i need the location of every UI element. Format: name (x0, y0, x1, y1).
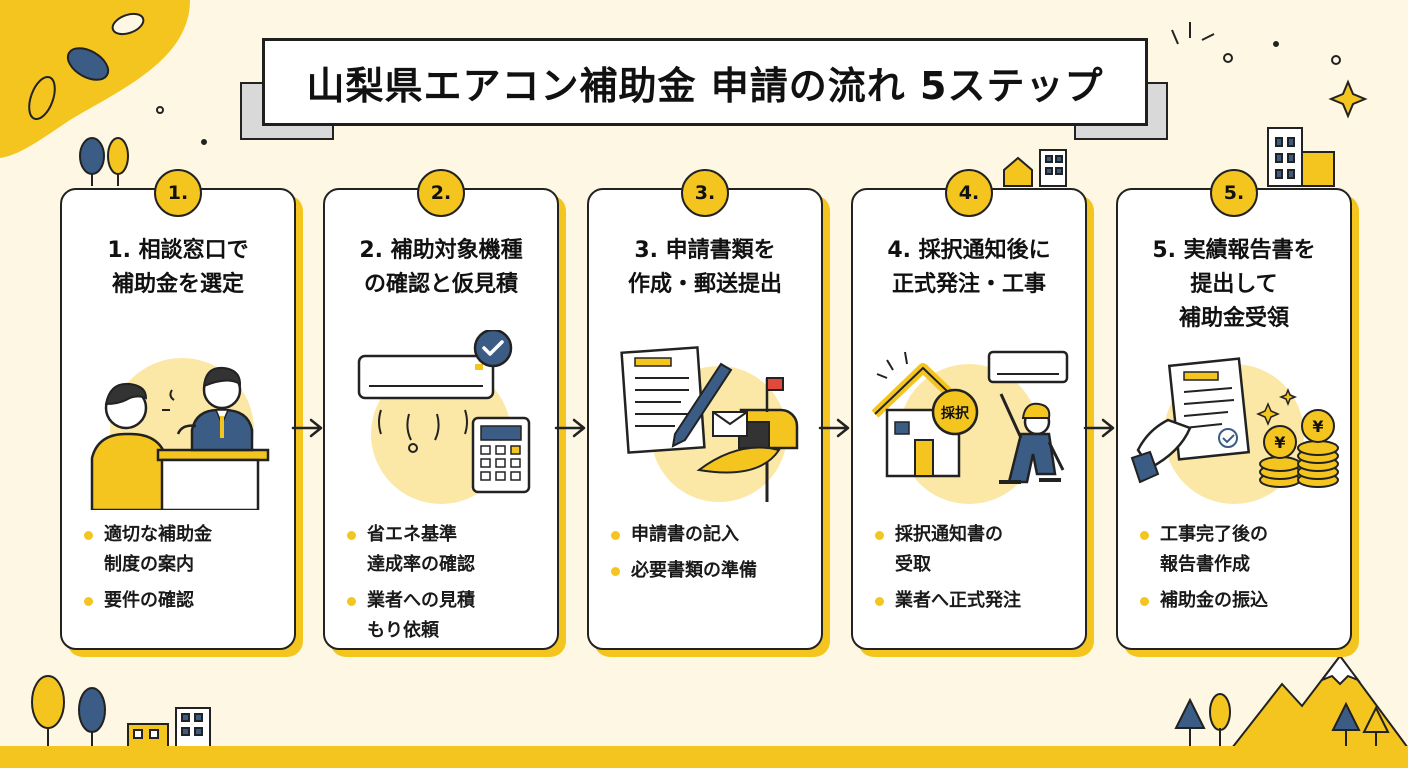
document-mailbox-icon (620, 346, 799, 502)
yen-coin-label: ¥ (1312, 417, 1323, 436)
step-bullets: 省エネ基準 達成率の確認 業者への見積 もり依頼 (347, 520, 549, 652)
bullet-item: 要件の確認 (84, 586, 286, 616)
bullet-item: 採択通知書の 受取 (875, 520, 1077, 580)
house-worker-icon: 採択 (871, 350, 1069, 504)
banner-main: 山梨県エアコン補助金 申請の流れ 5ステップ (262, 38, 1148, 126)
step-bullets: 申請書の記入 必要書類の準備 (611, 520, 813, 592)
building-icon (1267, 127, 1335, 187)
step-title: 5. 実績報告書を 提出して 補助金受領 (1152, 238, 1316, 331)
step-badge: 1. (154, 169, 202, 217)
bullet-item: 業者へ正式発注 (875, 586, 1077, 616)
tree-icon (79, 137, 129, 186)
air-conditioner-calculator-icon (357, 330, 531, 504)
arrow-right-icon (818, 418, 850, 438)
tree-icon (31, 675, 106, 748)
step-card-3: 3. 3. 申請書類を 作成・郵送提出 申請書の記入 必要書類の準備 (587, 169, 823, 650)
bullet-item: 工事完了後の 報告書作成 (1140, 520, 1342, 580)
step-card-4: 4. 4. 採択通知後に 正式発注・工事 採択 採択通知書の 受取 業者へ正式発… (851, 169, 1087, 650)
step-badge: 5. (1210, 169, 1258, 217)
step-bullets: 工事完了後の 報告書作成 補助金の振込 (1140, 520, 1342, 622)
arrow-right-icon (291, 418, 323, 438)
bullet-item: 適切な補助金 制度の案内 (84, 520, 286, 580)
mountain-icon (1229, 654, 1408, 749)
step-title: 3. 申請書類を 作成・郵送提出 (627, 238, 782, 297)
step-title: 1. 相談窓口で 補助金を選定 (107, 238, 249, 297)
house-icon (1003, 149, 1067, 187)
step-bullets: 採択通知書の 受取 業者へ正式発注 (875, 520, 1077, 622)
yen-coin-label: ¥ (1274, 433, 1285, 452)
step-badge: 2. (417, 169, 465, 217)
consultation-icon (90, 358, 270, 510)
step-card-2: 2. 2. 補助対象機種 の確認と仮見積 省エネ基準 達成率の確認 業者への見積… (323, 169, 559, 652)
step-badge: 3. (681, 169, 729, 217)
bullet-item: 業者への見積 もり依頼 (347, 586, 549, 646)
house-icon (127, 707, 211, 749)
bullet-item: 補助金の振込 (1140, 586, 1342, 616)
bullet-item: 省エネ基準 達成率の確認 (347, 520, 549, 580)
bullet-item: 必要書類の準備 (611, 556, 813, 586)
tree-icon (1174, 693, 1390, 746)
page-title: 山梨県エアコン補助金 申請の流れ 5ステップ (306, 63, 1104, 108)
step-card-5: 5. 5. 実績報告書を 提出して 補助金受領 ¥ ¥ 工事完了後の 報告書作成… (1116, 169, 1352, 650)
report-coins-icon: ¥ ¥ (1130, 357, 1339, 504)
step-title: 2. 補助対象機種 の確認と仮見積 (359, 238, 523, 297)
title-banner: 山梨県エアコン補助金 申請の流れ 5ステップ (240, 38, 1168, 140)
step-badge: 4. (945, 169, 993, 217)
bullet-item: 申請書の記入 (611, 520, 813, 550)
leaf-icon (28, 12, 145, 121)
approval-stamp: 採択 (941, 405, 970, 422)
step-title: 4. 採択通知後に 正式発注・工事 (887, 238, 1051, 297)
step-bullets: 適切な補助金 制度の案内 要件の確認 (84, 520, 286, 622)
arrow-right-icon (554, 418, 586, 438)
arrow-right-icon (1083, 418, 1115, 438)
sparkle-icon (1328, 79, 1368, 119)
leaf-icon (66, 47, 110, 81)
bottom-band (0, 746, 1408, 768)
step-card-1: 1. 1. 相談窓口で 補助金を選定 適切な補助金 制度の案内 要件の確認 (60, 169, 296, 650)
